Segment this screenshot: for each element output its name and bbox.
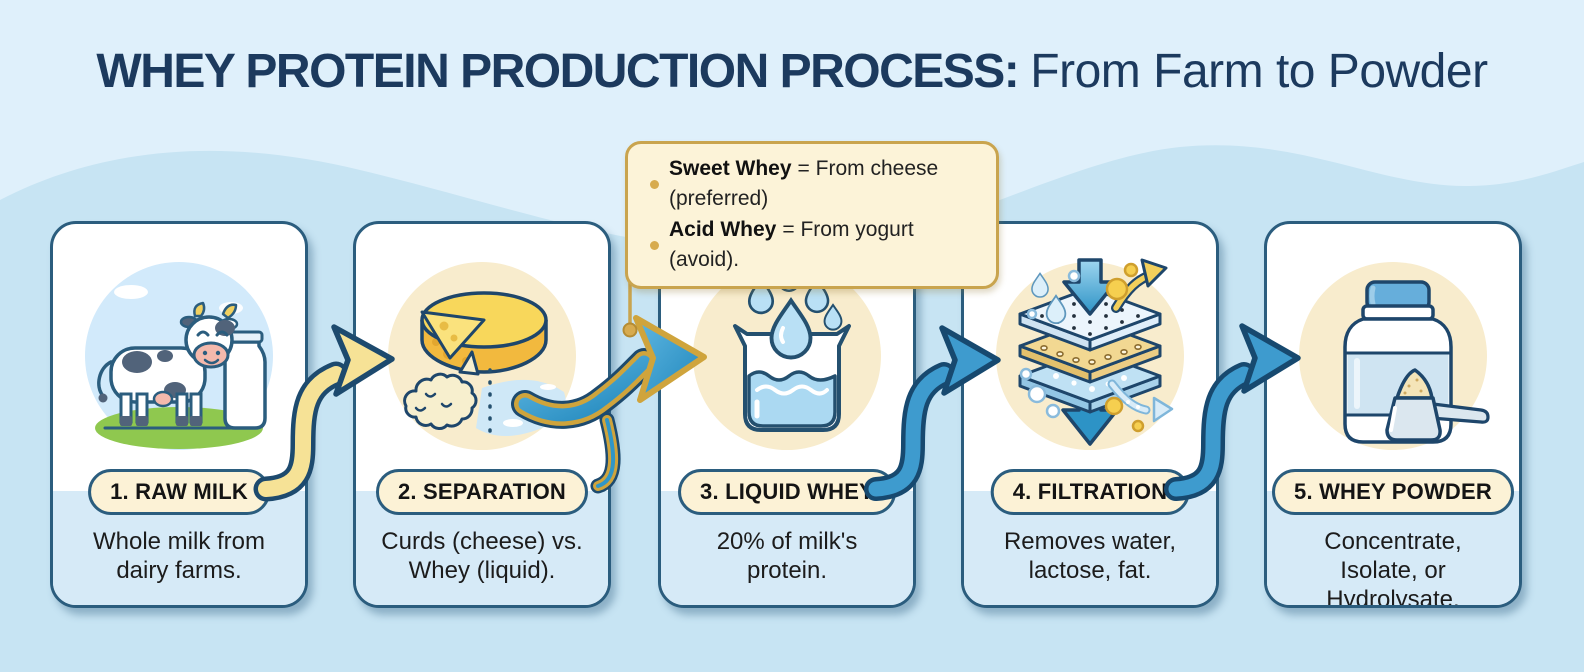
filter-membrane-icon bbox=[996, 258, 1184, 450]
step-card-separation: 2. SEPARATION Curds (cheese) vs. Whey (l… bbox=[353, 221, 611, 608]
page-title: WHEY PROTEIN PRODUCTION PROCESS:From Far… bbox=[0, 44, 1584, 99]
step-description: Concentrate, Isolate, or Hydrolysate. bbox=[1324, 528, 1462, 608]
step-description: Curds (cheese) vs. Whey (liquid). bbox=[381, 528, 583, 584]
callout-whey-types: Sweet Whey= From cheese (preferred) Acid… bbox=[625, 141, 999, 289]
step-card-whey-powder: 5. WHEY POWDER Concentrate, Isolate, or … bbox=[1264, 221, 1522, 608]
step-badge: 4. FILTRATION bbox=[990, 469, 1190, 515]
protein-jar-scoop-icon bbox=[1299, 262, 1490, 450]
step-badge: 2. SEPARATION bbox=[375, 469, 589, 515]
step-card-raw-milk: 1. RAW MILK Whole milk from dairy farms. bbox=[50, 221, 308, 608]
bullet-dot-icon bbox=[650, 240, 659, 250]
bullet-dot-icon bbox=[650, 179, 659, 189]
callout-item-acid-whey: Acid Whey= From yogurt (avoid). bbox=[650, 215, 982, 276]
step-description: 20% of milk's protein. bbox=[716, 528, 858, 584]
step-description: Whole milk from dairy farms. bbox=[92, 528, 266, 584]
step-badge: 5. WHEY POWDER bbox=[1272, 469, 1514, 515]
callout-text: Sweet Whey= From cheese (preferred) bbox=[669, 157, 939, 211]
callout-text: Acid Whey= From yogurt (avoid). bbox=[669, 217, 914, 272]
cow-and-milk-bottle-icon bbox=[85, 262, 273, 450]
step-badge: 3. LIQUID WHEY bbox=[678, 469, 896, 515]
callout-item-sweet-whey: Sweet Whey= From cheese (preferred) bbox=[650, 154, 982, 215]
title-main: WHEY PROTEIN PRODUCTION PROCESS: bbox=[96, 45, 1019, 98]
step-badge: 1. RAW MILK bbox=[88, 469, 270, 515]
beaker-with-drops-icon bbox=[693, 259, 881, 450]
cheese-wheel-and-curds-icon bbox=[388, 262, 576, 450]
step-description: Removes water, lactose, fat. bbox=[1003, 528, 1177, 584]
title-subtitle: From Farm to Powder bbox=[1030, 45, 1488, 98]
step-card-filtration: 4. FILTRATION Removes water, lactose, fa… bbox=[961, 221, 1219, 608]
